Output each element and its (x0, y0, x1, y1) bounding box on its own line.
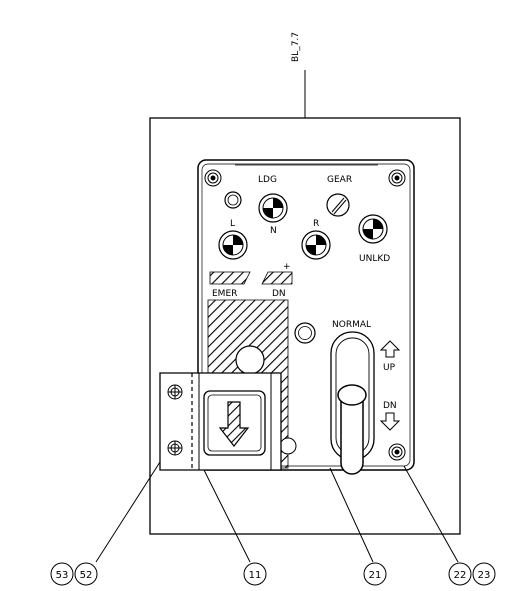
callout-22: 22 (448, 562, 472, 586)
bl-reference: BL_7.7 (291, 32, 306, 118)
svg-text:21: 21 (369, 570, 382, 581)
gear-label: GEAR (327, 175, 352, 185)
left-gear-indicator-icon (218, 230, 248, 260)
leader-lines (95, 461, 459, 563)
corner-screw-icon (204, 169, 222, 187)
normal-label: NORMAL (332, 320, 371, 330)
callout-11: 11 (243, 562, 267, 586)
emer-release-knob-icon (235, 345, 265, 375)
svg-text:53: 53 (56, 570, 69, 581)
test-light-icon (224, 191, 242, 209)
nose-gear-indicator-icon (258, 193, 288, 223)
ldg-label: LDG (258, 175, 277, 185)
svg-text:52: 52 (80, 570, 93, 581)
unlocked-indicator-icon (358, 214, 388, 244)
right-label: R (313, 219, 319, 229)
bl-label: BL_7.7 (291, 32, 301, 62)
bracket-screw-icon (167, 440, 183, 456)
svg-text:23: 23 (478, 570, 491, 581)
plus-label: + (283, 262, 291, 272)
svg-text:22: 22 (454, 570, 467, 581)
callout-23: 23 (472, 562, 496, 586)
normal-dn-label: DN (383, 401, 397, 411)
outer-plate (149, 117, 461, 535)
callout-53: 53 (50, 562, 74, 586)
callout-21: 21 (363, 562, 387, 586)
callout-52: 52 (74, 562, 98, 586)
emer-dn-label: DN (272, 289, 286, 299)
bracket-screw-icon (167, 384, 183, 400)
emer-stripe-right (261, 271, 293, 285)
emer-down-arrow-icon (218, 401, 250, 447)
gear-handle[interactable] (337, 384, 367, 475)
nose-label: N (270, 226, 277, 236)
gear-knob-icon (326, 193, 350, 217)
emer-stripe-left (209, 271, 251, 285)
corner-screw-icon (388, 169, 406, 187)
up-label: UP (383, 363, 396, 373)
svg-text:11: 11 (249, 570, 262, 581)
corner-screw-icon (388, 443, 406, 461)
unlkd-label: UNLKD (359, 254, 390, 264)
up-arrow-icon (379, 340, 401, 358)
down-arrow-icon (379, 412, 401, 431)
right-gear-indicator-icon (301, 230, 331, 260)
left-label: L (230, 219, 235, 229)
inner-panel (197, 159, 415, 471)
emer-label: EMER (212, 289, 237, 299)
